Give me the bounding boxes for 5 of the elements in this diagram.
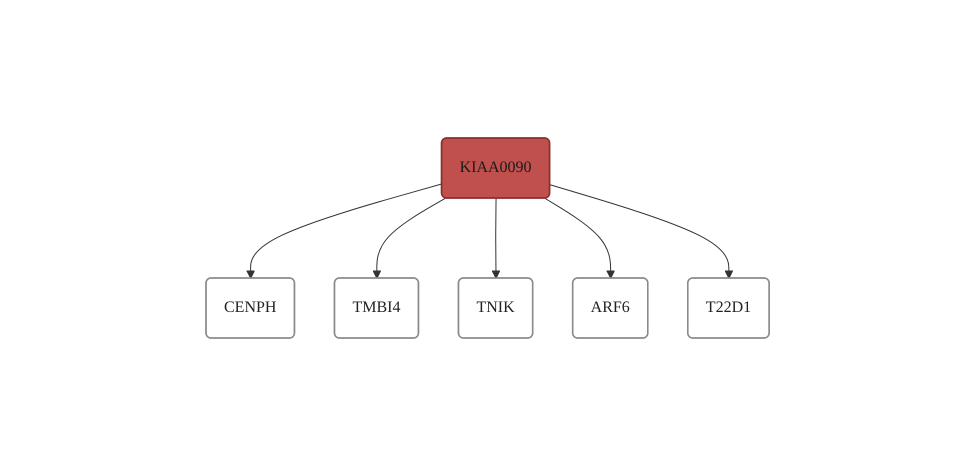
arrow	[550, 184, 734, 279]
arrow	[372, 198, 446, 279]
arrow	[246, 183, 442, 279]
arrow	[492, 198, 500, 279]
arrow	[544, 198, 615, 279]
